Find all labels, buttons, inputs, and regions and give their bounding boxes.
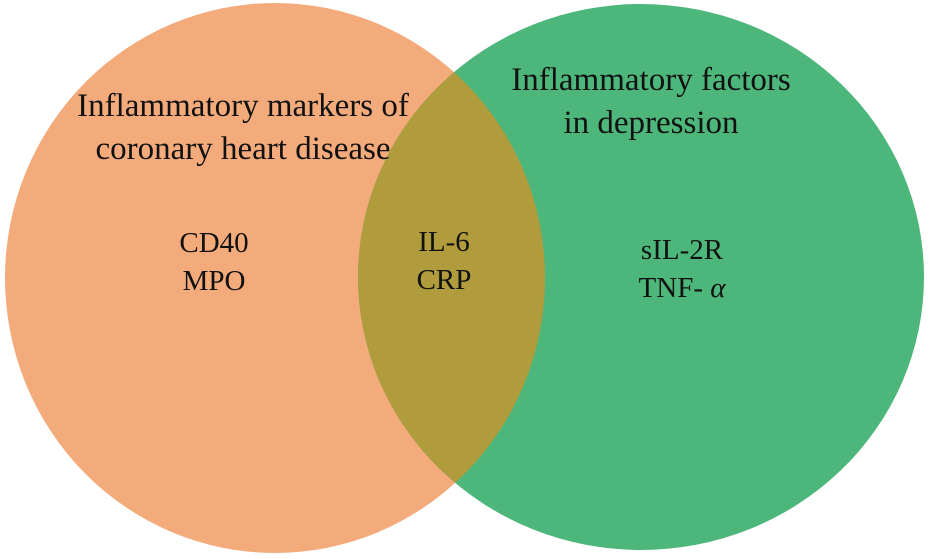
overlap-items: IL-6 CRP: [417, 223, 472, 299]
overlap-item-il6: IL-6: [418, 226, 470, 258]
left-item-mpo: MPO: [182, 265, 246, 297]
right-circle-title: Inflammatory factors in depression: [511, 59, 790, 145]
right-item-sil2r: sIL-2R: [640, 234, 724, 266]
left-circle-title-line1: Inflammatory markers of: [77, 88, 409, 124]
left-item-cd40: CD40: [179, 227, 249, 259]
overlap-region: [358, 4, 545, 550]
left-circle-title: Inflammatory markers of coronary heart d…: [77, 85, 409, 171]
alpha-symbol: α: [710, 272, 726, 304]
right-circle-title-line2: in depression: [563, 105, 739, 141]
right-circle-title-line1: Inflammatory factors: [511, 62, 791, 98]
overlap-item-crp: CRP: [416, 264, 472, 296]
right-item-tnf-alpha: TNF- α: [639, 269, 726, 307]
right-circle-items: sIL-2R TNF- α: [639, 231, 726, 307]
left-circle-items: CD40 MPO: [179, 224, 248, 300]
left-circle-title-line2: coronary heart disease: [95, 131, 391, 167]
tnf-prefix: TNF-: [638, 272, 711, 304]
